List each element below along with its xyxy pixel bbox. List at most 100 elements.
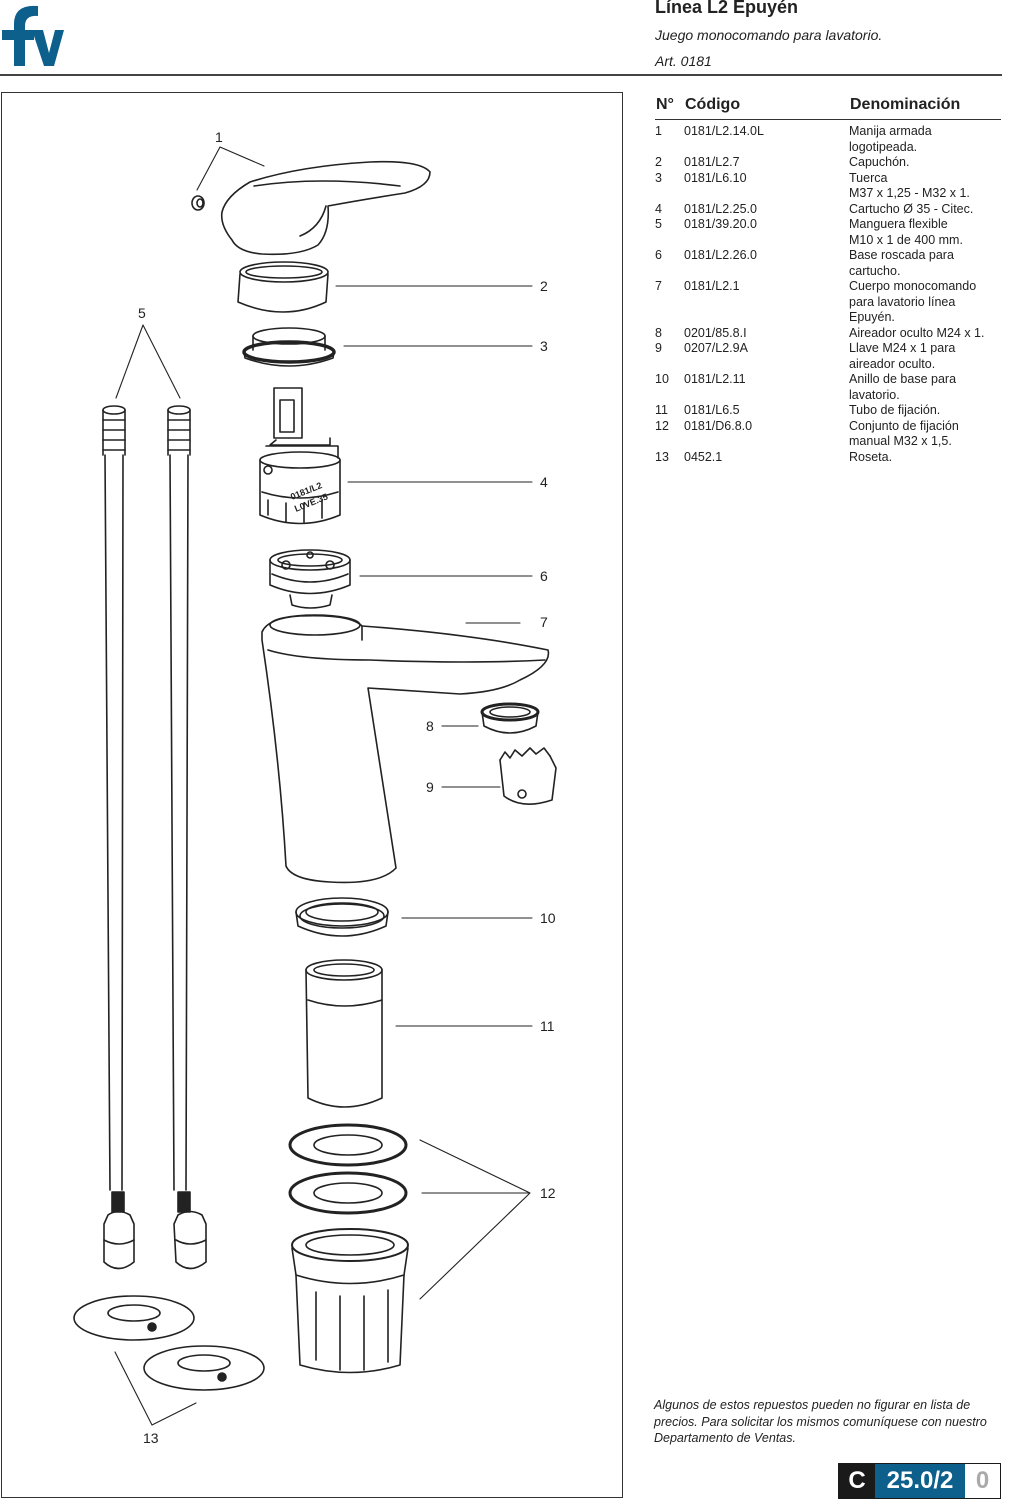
parts-table-header: N° Código Denominación bbox=[655, 95, 1001, 120]
part-aerator bbox=[480, 702, 540, 734]
part-aerator-key bbox=[499, 747, 557, 805]
row-description: Aireador oculto M24 x 1. bbox=[849, 326, 1001, 342]
description-line: lavatorio. bbox=[849, 387, 900, 402]
row-code: 0181/L2.25.0 bbox=[684, 201, 757, 216]
description-line: Conjunto de fijación bbox=[849, 418, 959, 433]
callout-12: 12 bbox=[540, 1185, 556, 1201]
callout-2: 2 bbox=[540, 278, 548, 294]
description-line: Epuyén. bbox=[849, 310, 895, 324]
description-line: Capuchón. bbox=[849, 155, 910, 169]
fv-logo bbox=[2, 5, 64, 66]
row-code: 0181/L2.1 bbox=[684, 279, 740, 293]
description-line: Manguera flexible bbox=[849, 217, 948, 231]
row-code: 0181/L2.11 bbox=[684, 372, 746, 386]
row-description: Roseta. bbox=[849, 450, 1001, 466]
row-number: 6 bbox=[655, 248, 662, 262]
row-description: Capuchón. bbox=[849, 155, 1001, 171]
callout-7: 7 bbox=[540, 614, 548, 630]
row-code: 0181/39.20.0 bbox=[684, 217, 757, 231]
table-row: 13 0452.1 Roseta. bbox=[655, 450, 1001, 466]
code-revision: 0 bbox=[965, 1464, 1000, 1498]
description-line: M37 x 1,25 - M32 x 1. bbox=[849, 186, 970, 200]
header-number: N° bbox=[656, 96, 674, 113]
description-line: Tuerca bbox=[849, 170, 888, 185]
description-line: Roseta. bbox=[849, 449, 893, 464]
part-cartridge: 0181/L2 L0VE.35 bbox=[259, 387, 341, 525]
description-line: Anillo de base para bbox=[849, 372, 957, 386]
part-fixing-tube bbox=[305, 959, 383, 1108]
row-number: 9 bbox=[655, 341, 662, 355]
row-number: 1 bbox=[655, 124, 662, 138]
description-line: aireador oculto. bbox=[849, 356, 936, 371]
table-row: 4 0181/L2.25.0 Cartucho Ø 35 - Citec. bbox=[655, 202, 1001, 218]
description-line: Aireador oculto M24 x 1. bbox=[849, 325, 985, 340]
description-line: Tubo de fijación. bbox=[849, 403, 941, 417]
row-number: 8 bbox=[655, 325, 662, 340]
callout-11: 11 bbox=[540, 1018, 555, 1034]
part-handle bbox=[191, 160, 431, 256]
row-number: 5 bbox=[655, 217, 662, 231]
code-letter: C bbox=[839, 1464, 875, 1498]
row-code: 0201/85.8.I bbox=[684, 325, 747, 340]
row-code: 0452.1 bbox=[684, 449, 723, 464]
row-description: Cartucho Ø 35 - Citec. bbox=[849, 202, 1001, 218]
article-number: Art. 0181 bbox=[655, 53, 712, 69]
row-code: 0181/L6.5 bbox=[684, 403, 740, 417]
row-code: 0207/L2.9A bbox=[684, 341, 748, 355]
table-row: 8 0201/85.8.I Aireador oculto M24 x 1. bbox=[655, 326, 1001, 342]
row-number: 10 bbox=[655, 372, 669, 386]
callout-8: 8 bbox=[426, 718, 434, 734]
leader-lines bbox=[114, 146, 533, 1426]
description-line: cartucho. bbox=[849, 263, 901, 278]
catalog-code-box: C 25.0/2 0 bbox=[838, 1463, 1001, 1499]
row-number: 12 bbox=[655, 418, 669, 433]
row-code: 0181/L2.14.0L bbox=[684, 124, 764, 138]
header-name: Denominación bbox=[850, 96, 961, 113]
row-number: 4 bbox=[655, 201, 662, 216]
part-body bbox=[261, 614, 550, 884]
description-line: Llave M24 x 1 para bbox=[849, 341, 956, 355]
exploded-diagram: 0181/L2 L0VE.35 bbox=[73, 129, 557, 1446]
row-number: 13 bbox=[655, 449, 669, 464]
row-description: Tubo de fijación. bbox=[849, 403, 1001, 419]
callout-1: 1 bbox=[215, 129, 223, 145]
description-line: logotipeada. bbox=[849, 139, 918, 154]
callout-3: 3 bbox=[540, 338, 548, 354]
description-line: Manija armada bbox=[849, 124, 932, 138]
page-subtitle: Juego monocomando para lavatorio. bbox=[655, 27, 883, 43]
row-number: 11 bbox=[655, 403, 668, 417]
part-base-ring bbox=[295, 897, 389, 937]
table-row: 11 0181/L6.5 Tubo de fijación. bbox=[655, 403, 1001, 419]
page-title: Línea L2 Epuyén bbox=[655, 0, 799, 17]
row-number: 2 bbox=[655, 155, 662, 169]
part-threaded-base bbox=[269, 549, 351, 609]
description-line: manual M32 x 1,5. bbox=[849, 434, 952, 448]
description-line: Cartucho Ø 35 - Citec. bbox=[849, 201, 974, 216]
code-number: 25.0/2 bbox=[875, 1464, 965, 1498]
row-code: 0181/D6.8.0 bbox=[684, 418, 753, 433]
part-nut bbox=[242, 327, 336, 367]
description-line: M10 x 1 de 400 mm. bbox=[849, 232, 963, 247]
header-rule bbox=[0, 74, 1002, 76]
callout-9: 9 bbox=[426, 779, 434, 795]
callout-10: 10 bbox=[540, 910, 556, 926]
diagram-frame bbox=[1, 92, 623, 1498]
callout-6: 6 bbox=[540, 568, 548, 584]
description-line: Base roscada para bbox=[849, 248, 954, 262]
